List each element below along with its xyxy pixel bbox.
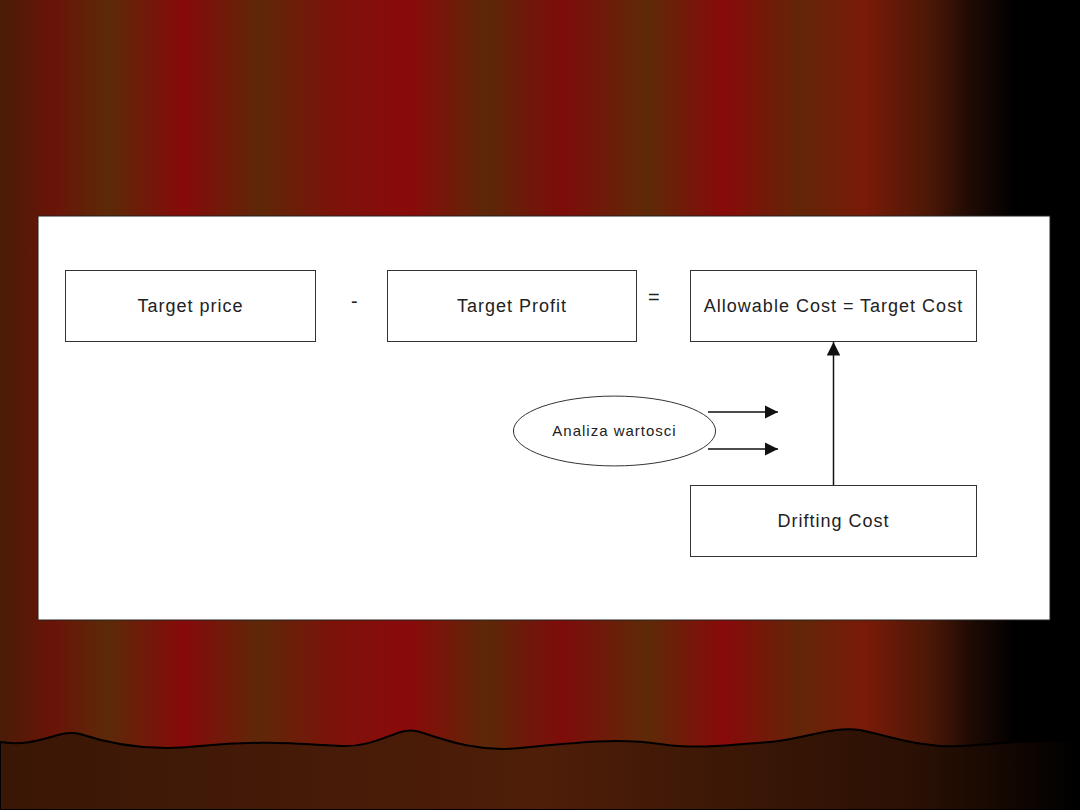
minus-sign: -	[351, 290, 358, 313]
analysis-ellipse: Analiza wartosci	[512, 395, 717, 467]
cost-box: Allowable Cost = Target Cost	[690, 270, 977, 342]
profit-box: Target Profit	[387, 270, 637, 342]
price-box: Target price	[65, 270, 316, 342]
node-text: Drifting Cost	[777, 510, 889, 533]
drifting-box: Drifting Cost	[690, 485, 977, 557]
value-arrow	[708, 411, 778, 413]
node-text: Allowable Cost = Target Cost	[704, 295, 963, 318]
equals-sign: =	[648, 286, 660, 309]
node-text: Target Profit	[457, 295, 567, 318]
value-arrow	[708, 448, 778, 450]
node-text: Target price	[137, 295, 243, 318]
flow-arrow	[833, 342, 835, 485]
node-text: Analiza wartosci	[552, 422, 676, 441]
